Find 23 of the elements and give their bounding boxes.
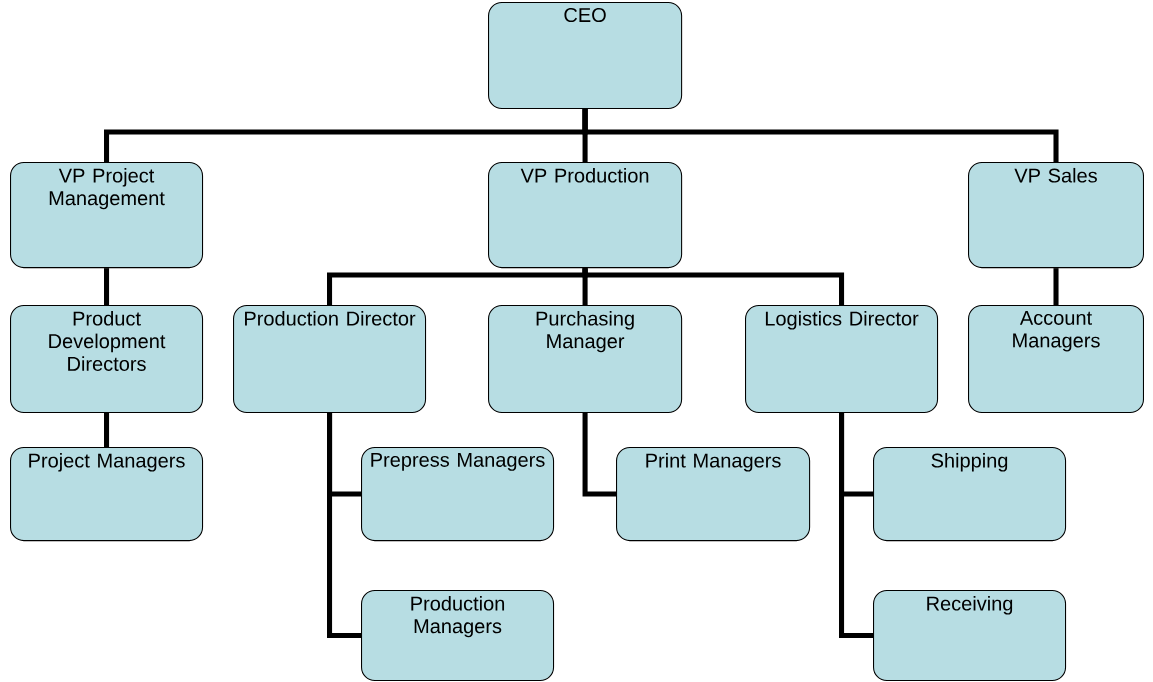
connector-line [104,413,110,447]
connector-line [582,268,845,305]
connector-line [327,413,361,639]
role-box: Production Managers [361,590,555,682]
role-box: Project Managers [10,447,204,542]
role-box: VP Production [488,162,683,269]
connector-line [1053,268,1059,305]
connector-line [582,109,1059,162]
role-box: VP Sales [968,162,1144,269]
connector-line [104,268,110,305]
role-box: Product Development Directors [10,305,204,413]
role-box: Account Managers [968,305,1144,413]
role-box: Production Director [233,305,427,413]
role-box: VP Project Management [10,162,204,269]
connector-line [582,413,616,497]
role-box: CEO [488,2,683,110]
role-box: Purchasing Manager [488,305,683,413]
role-box: Print Managers [616,447,811,542]
role-box: Prepress Managers [361,447,555,542]
role-box: Logistics Director [745,305,939,413]
role-box: Shipping [873,447,1067,542]
connector-line [839,413,873,639]
role-box: Receiving [873,590,1067,682]
